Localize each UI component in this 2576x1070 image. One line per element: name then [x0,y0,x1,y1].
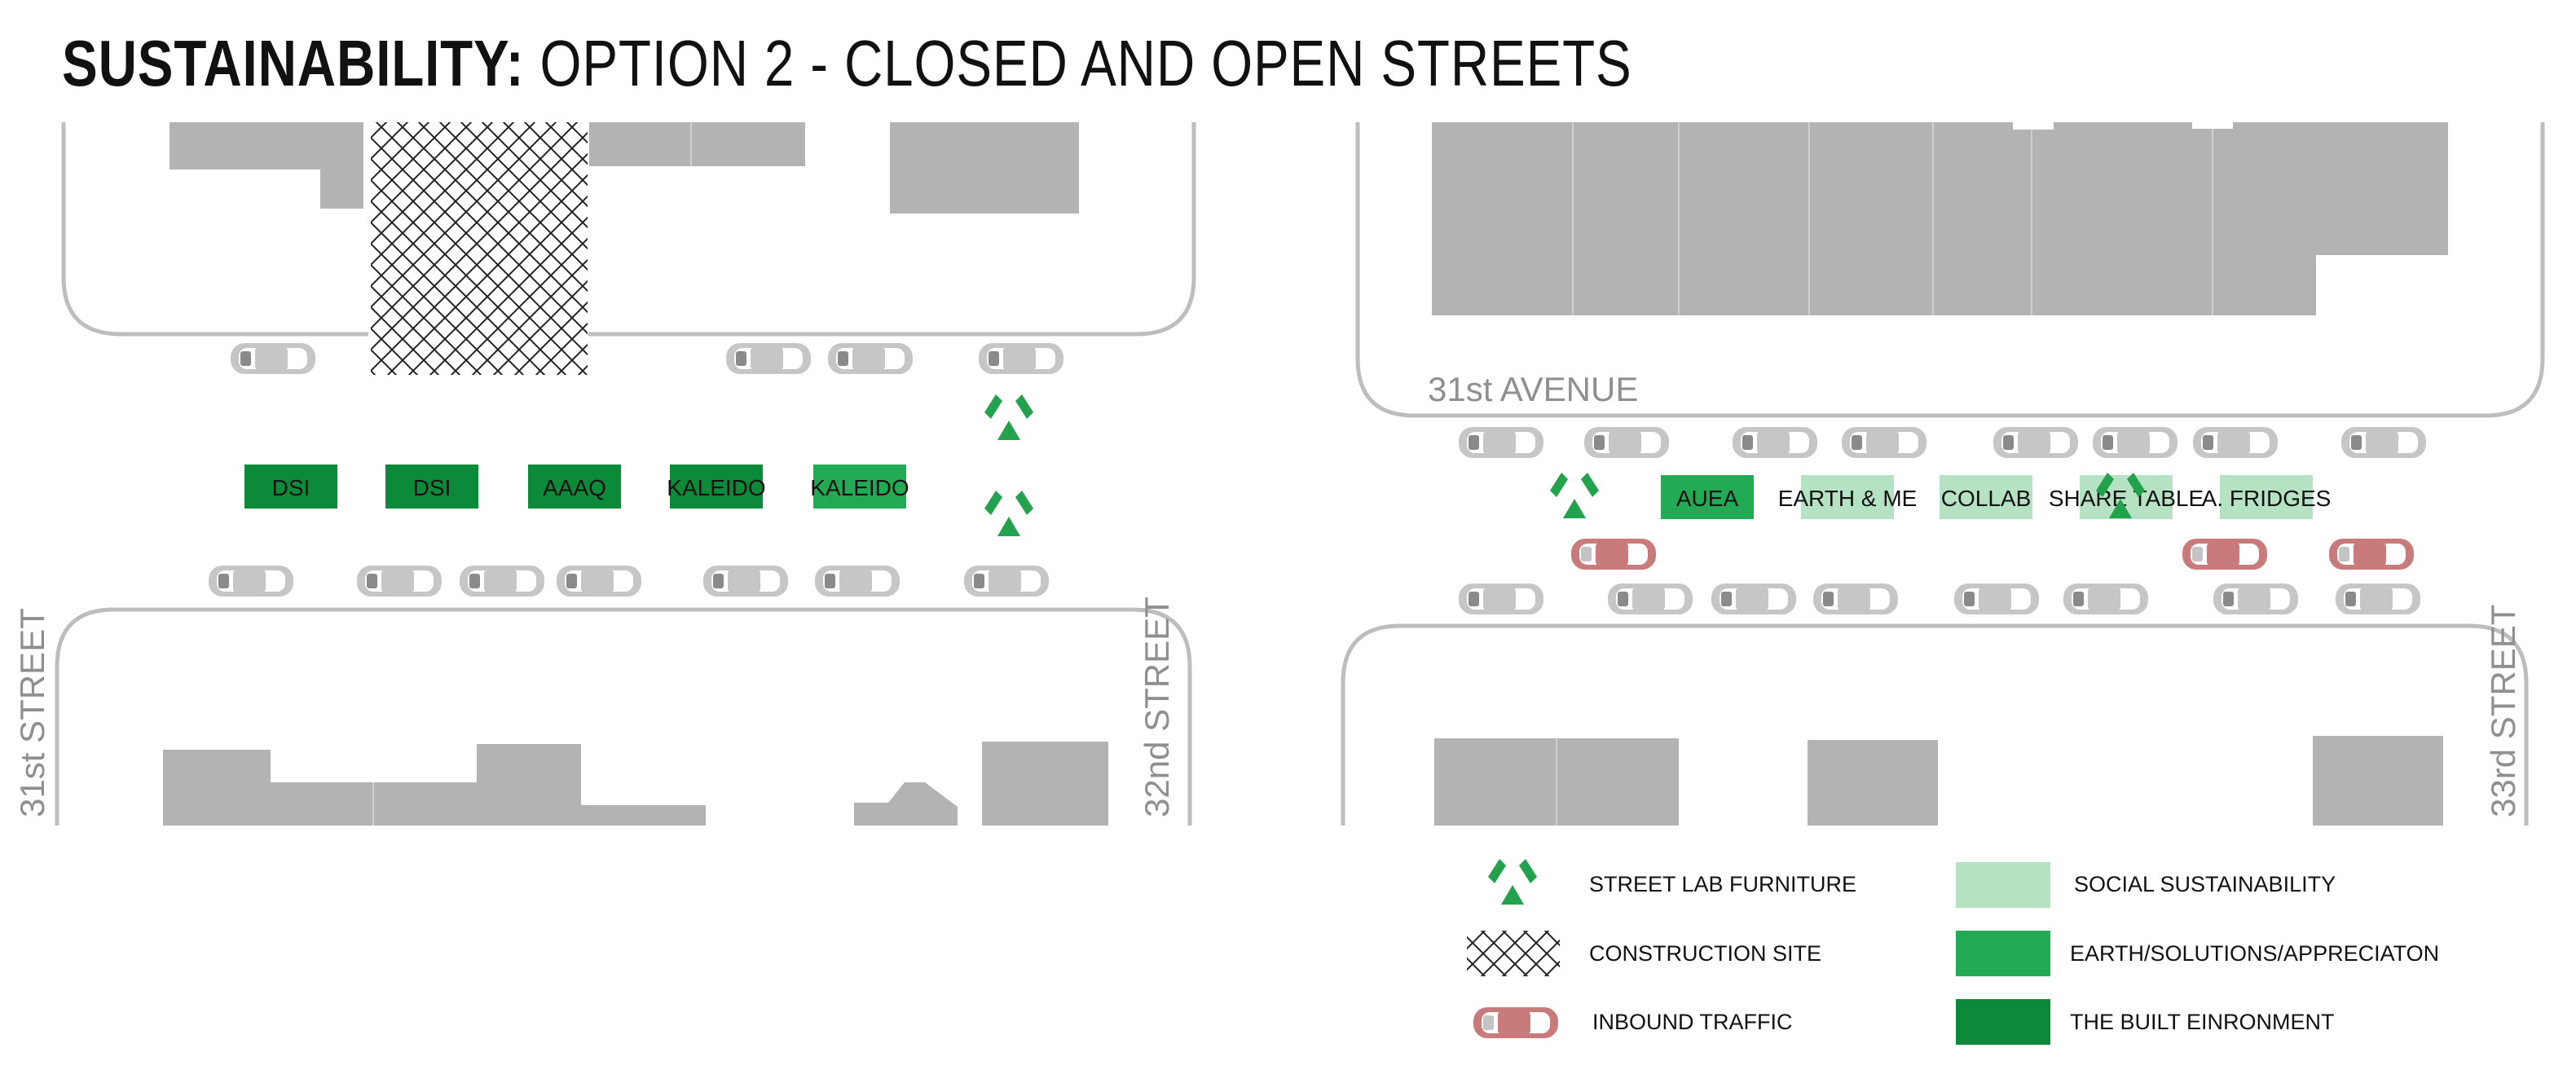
legend-label-inbound: INBOUND TRAFFIC [1592,1010,1793,1034]
zone-6: AUEA [1661,475,1754,519]
zone-swatch [2220,475,2313,519]
legend-swatch-social [1956,862,2050,908]
zone-8: COLLAB [1940,475,2032,519]
car-icon [703,566,788,597]
street-lab-furniture-icon [2096,473,2145,518]
car-icon [2213,583,2298,614]
car-icon [979,343,1063,374]
zone-5: KALEIDO [810,465,909,509]
car-icon [2336,583,2420,614]
left-south-curb [55,607,1192,826]
car-icon [1813,583,1898,614]
zone-4: KALEIDO [667,465,766,509]
car-icon [2063,583,2148,614]
inbound-car-icon [1473,1007,1558,1038]
zone-label: DSI [272,475,310,500]
street-lab-furniture-icon [984,491,1033,536]
legend-label-earth: EARTH/SOLUTIONS/APPRECIATON [2070,941,2439,966]
program-zones: DSI DSI AAAQ KALEIDO KALEIDO AUEA EARTH & ME CO… [244,465,2331,519]
zone-swatch [1940,475,2032,519]
zone-label: DSI [413,475,451,500]
inbound-car-icon [2182,539,2267,570]
car-icon [231,343,315,374]
car-icon [209,566,293,597]
street-label-31st-avenue: 31st AVENUE [1428,370,1638,408]
right-north-curb [1355,122,2545,418]
zone-swatch [1661,475,1754,519]
car-icon [1711,583,1796,614]
zone-label: SHARE TABLE [2049,486,2204,511]
construction-site [371,122,588,375]
zone-swatch [385,465,478,509]
street-lab-furniture-icon [1488,859,1537,905]
car-icon [1842,427,1926,458]
zone-10: A. FRIDGES [2202,475,2332,519]
title-bold: SUSTAINABILITY: [62,27,525,99]
zone-swatch [1801,475,1894,519]
car-icon [1993,427,2078,458]
zone-label: A. FRIDGES [2202,486,2332,511]
street-label-33rd-street: 33rd STREET [2484,605,2522,817]
zone-1: DSI [244,465,337,509]
legend-inbound-car-icon [1473,1007,1558,1038]
legend-label-furniture: STREET LAB FURNITURE [1589,872,1856,896]
inbound-car-icon [2329,539,2414,570]
street-lab-furniture-icon [1550,473,1599,518]
zone-3: AAAQ [528,465,621,509]
car-icon [1608,583,1693,614]
title-rest: OPTION 2 - CLOSED AND OPEN STREETS [524,27,1632,99]
car-icon [2341,427,2426,458]
right-block-south-buildings [1434,736,2443,826]
page-title: SUSTAINABILITY: OPTION 2 - CLOSED AND OP… [62,23,1632,104]
street-lab-furniture [984,394,2145,536]
zone-7: EARTH & ME [1778,475,1918,519]
street-lab-furniture-icon [984,394,1033,440]
car-icon [1584,427,1669,458]
construction-site-hatch-icon [1467,931,1560,976]
legend-label-construction: CONSTRUCTION SITE [1589,941,1821,966]
legend: STREET LAB FURNITURE CONSTRUCTION SITE I… [1467,859,2439,1045]
car-icon [1733,427,1817,458]
car-icon [828,343,913,374]
legend-label-built: THE BUILT EINRONMENT [2070,1010,2335,1034]
zone-swatch [670,465,763,509]
left-north-curb [61,122,1196,337]
car-icon [557,566,641,597]
legend-swatch-earth [1956,931,2050,976]
street-label-31st-street: 31st STREET [13,608,51,817]
inbound-car-icon [1571,539,1656,570]
legend-label-social: SOCIAL SUSTAINABILITY [2074,872,2336,896]
parked-and-moving-cars [209,343,2426,614]
legend-swatch-built [1956,999,2050,1045]
zone-label: AAAQ [543,475,606,500]
car-icon [964,566,1049,597]
legend-furniture-icon [1488,859,1537,905]
zone-swatch [528,465,621,509]
zone-2: DSI [385,465,478,509]
car-icon [1459,427,1543,458]
car-icon [2193,427,2278,458]
zone-swatch [244,465,337,509]
car-icon [2093,427,2177,458]
street-label-32nd-street: 32nd STREET [1138,597,1176,817]
car-icon [460,566,544,597]
zone-label: COLLAB [1941,486,2032,511]
car-icon [726,343,811,374]
zone-swatch [813,465,906,509]
car-icon [815,566,900,597]
zone-label: AUEA [1676,486,1739,511]
left-block-south-buildings [163,742,1108,826]
right-south-curb [1341,623,2529,826]
zone-label: EARTH & ME [1778,486,1918,511]
zone-label: KALEIDO [667,475,765,500]
right-block-north-buildings [1432,122,2448,315]
car-icon [357,566,442,597]
car-icon [1954,583,2039,614]
zone-label: KALEIDO [810,475,909,500]
car-icon [1459,583,1543,614]
zone-9: SHARE TABLE [2049,475,2204,519]
left-block-north-buildings [170,122,1079,214]
